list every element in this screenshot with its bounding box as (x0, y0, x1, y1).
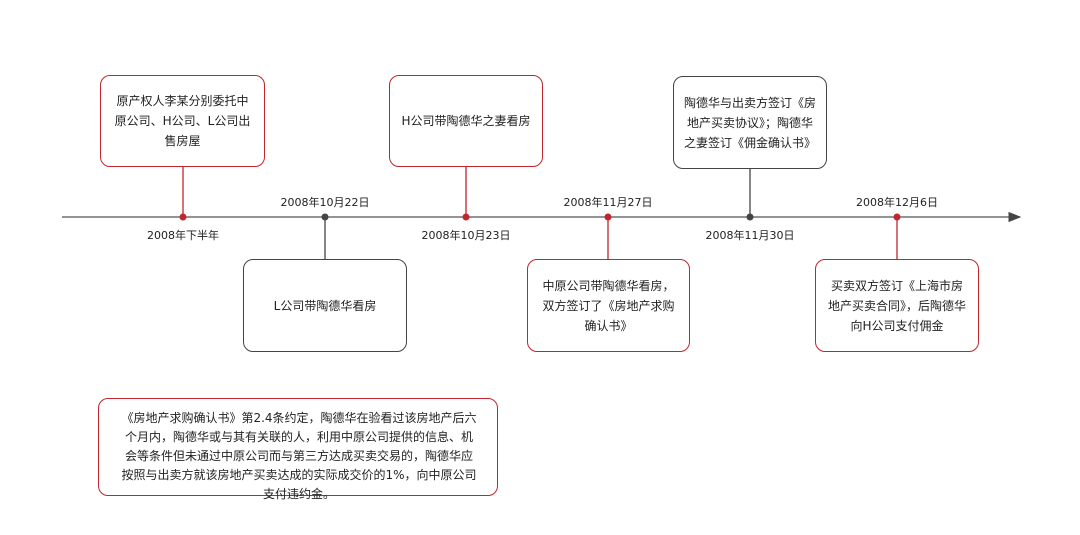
event-box-4: 中原公司带陶德华看房，双方签订了《房地产求购确认书》 (527, 259, 690, 352)
event-box-1: 原产权人李某分别委托中原公司、H公司、L公司出售房屋 (100, 75, 265, 167)
event-box-3: H公司带陶德华之妻看房 (389, 75, 543, 167)
note-text: 《房地产求购确认书》第2.4条约定，陶德华在验看过该房地产后六个月内，陶德华或与… (121, 411, 477, 501)
event-dot-1 (179, 213, 187, 221)
event-date-1: 2008年下半年 (147, 229, 219, 242)
event-text-4: 中原公司带陶德华看房，双方签订了《房地产求购确认书》 (542, 278, 675, 333)
event-date-6: 2008年12月6日 (856, 196, 938, 209)
event-text-2: L公司带陶德华看房 (273, 298, 377, 313)
event-text-6: 买卖双方签订《上海市房地产买卖合同》，后陶德华向H公司支付佣金 (827, 278, 966, 333)
event-dot-4 (604, 213, 612, 221)
event-dot-5 (746, 213, 754, 221)
event-text-3: H公司带陶德华之妻看房 (401, 114, 531, 128)
event-box-6: 买卖双方签订《上海市房地产买卖合同》，后陶德华向H公司支付佣金 (815, 259, 979, 352)
event-dot-2 (321, 213, 329, 221)
event-dot-3 (462, 213, 470, 221)
event-text-5: 陶德华与出卖方签订《房地产买卖协议》；陶德华之妻签订《佣金确认书》 (684, 95, 817, 150)
note-box: 《房地产求购确认书》第2.4条约定，陶德华在验看过该房地产后六个月内，陶德华或与… (98, 398, 498, 501)
event-date-4: 2008年11月27日 (563, 196, 653, 209)
event-box-2: L公司带陶德华看房 (243, 259, 407, 352)
event-text-1: 原产权人李某分别委托中原公司、H公司、L公司出售房屋 (114, 94, 251, 148)
event-date-3: 2008年10月23日 (421, 229, 511, 242)
event-date-5: 2008年11月30日 (705, 229, 795, 242)
event-date-2: 2008年10月22日 (280, 196, 370, 209)
event-box-5: 陶德华与出卖方签订《房地产买卖协议》；陶德华之妻签订《佣金确认书》 (673, 76, 827, 169)
event-dot-6 (893, 213, 901, 221)
